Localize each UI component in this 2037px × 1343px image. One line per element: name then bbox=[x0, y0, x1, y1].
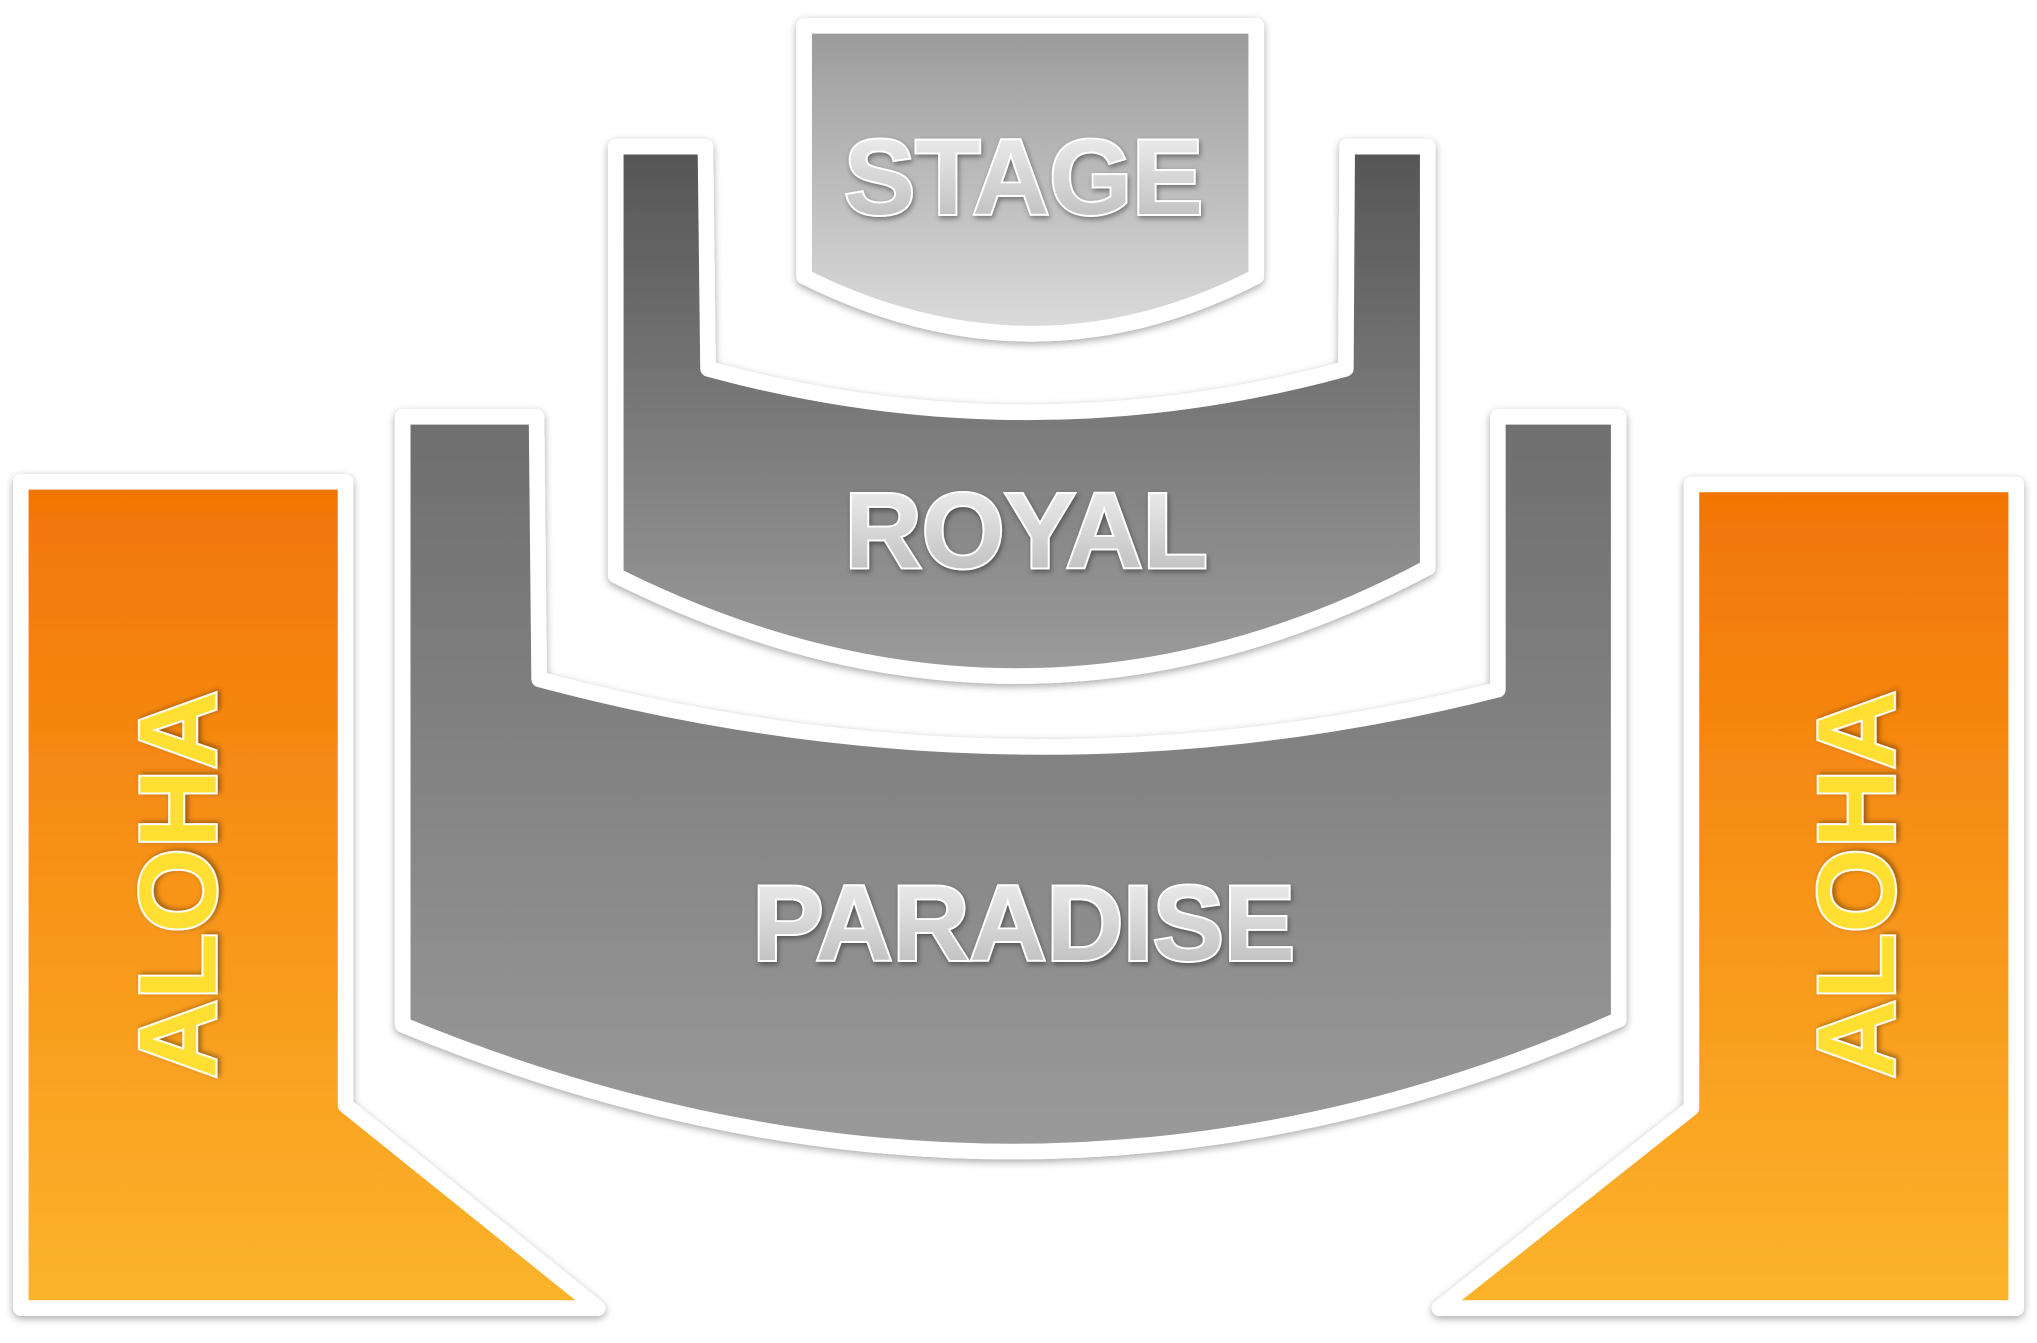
paradise-label: PARADISE bbox=[752, 864, 1295, 983]
aloha-right-label: ALOHA bbox=[1796, 691, 1918, 1079]
section-paradise[interactable]: PARADISE bbox=[394, 409, 1627, 1160]
royal-label: ROYAL bbox=[845, 472, 1208, 591]
stage-label: STAGE bbox=[844, 118, 1203, 237]
aloha-left-label: ALOHA bbox=[118, 691, 240, 1079]
section-stage[interactable]: STAGE bbox=[796, 18, 1265, 342]
section-aloha-left[interactable]: ALOHA bbox=[12, 474, 606, 1316]
section-royal[interactable]: ROYAL bbox=[607, 138, 1436, 684]
section-aloha-right[interactable]: ALOHA bbox=[1431, 476, 2025, 1316]
